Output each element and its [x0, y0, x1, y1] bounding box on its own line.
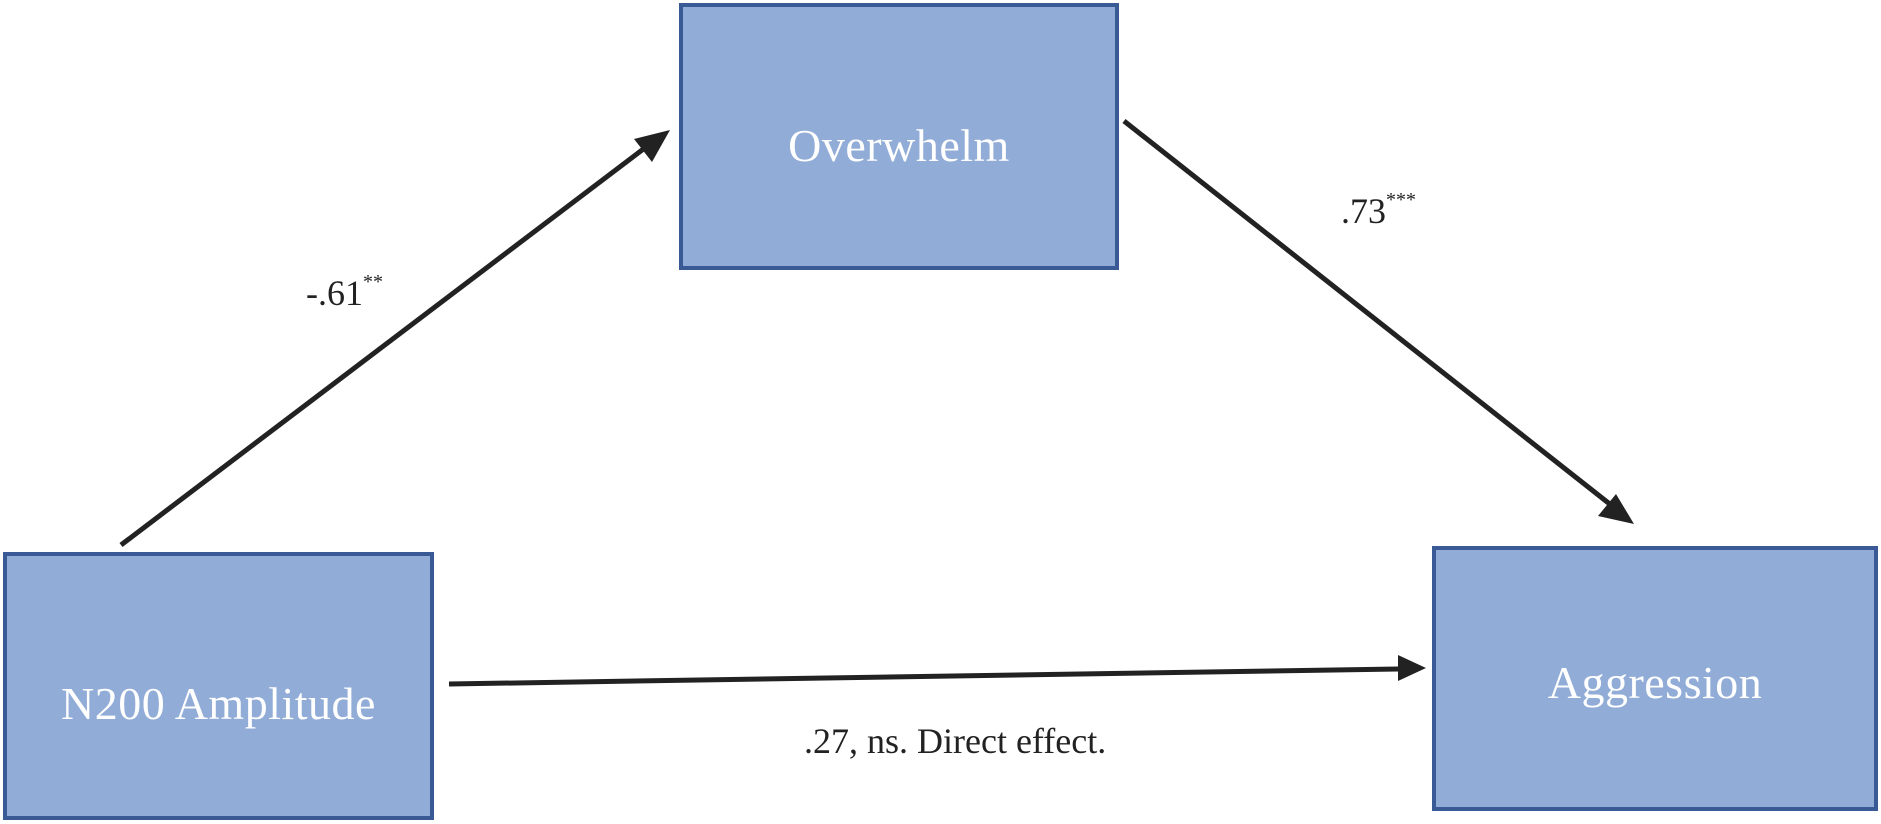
path-b-coefficient: .73 — [1341, 191, 1386, 231]
mediator-label: Overwhelm — [788, 120, 1010, 171]
arrow-path-b — [1122, 119, 1613, 507]
path-b-significance: *** — [1386, 189, 1416, 211]
arrowhead-path-c-icon — [1398, 655, 1426, 681]
path-a-coefficient: -.61 — [306, 273, 363, 313]
outcome-label: Aggression — [1547, 657, 1763, 708]
predictor-node: N200 Amplitude — [3, 552, 434, 820]
arrow-path-a — [119, 145, 648, 547]
arrowhead-path-b-icon — [1598, 494, 1634, 524]
path-a-label: -.61** — [306, 271, 383, 314]
path-a-significance: ** — [363, 271, 383, 293]
arrowhead-path-a-icon — [634, 130, 670, 162]
mediator-node: Overwhelm — [679, 3, 1119, 270]
outcome-node: Aggression — [1432, 546, 1878, 811]
arrow-path-c — [448, 666, 1399, 687]
predictor-label: N200 Amplitude — [61, 677, 376, 729]
path-b-label: .73*** — [1341, 189, 1416, 232]
path-c-label: .27, ns. Direct effect. — [804, 721, 1107, 761]
